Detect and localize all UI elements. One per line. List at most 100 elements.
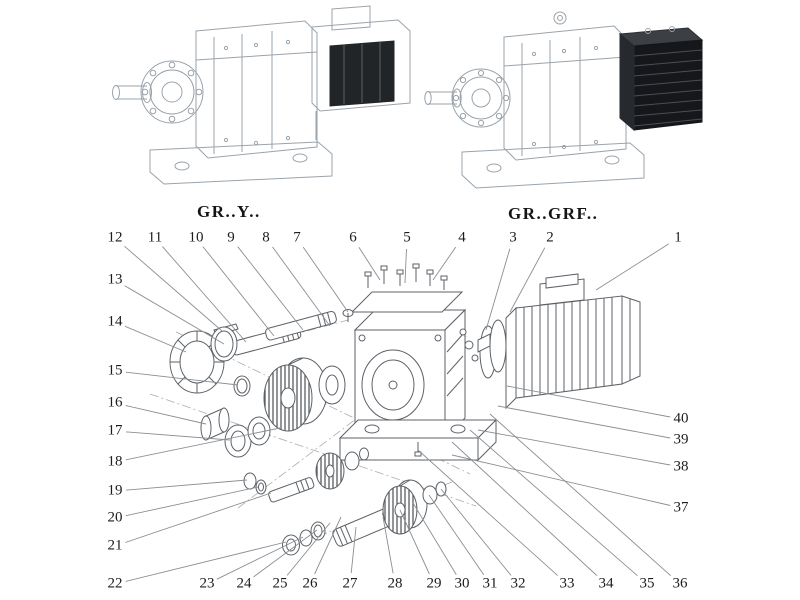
callout-25: 25	[270, 575, 290, 593]
callout-10: 10	[186, 229, 206, 247]
leader-line-31	[428, 494, 485, 576]
callout-30: 30	[452, 575, 472, 593]
leader-line-8	[272, 246, 331, 327]
callout-31: 31	[480, 575, 500, 593]
callout-23: 23	[197, 575, 217, 593]
mounting-base	[149, 141, 333, 185]
callout-27: 27	[340, 575, 360, 593]
mounting-base	[461, 142, 645, 189]
leader-line-25	[286, 522, 331, 576]
callout-39: 39	[671, 431, 691, 449]
callout-29: 29	[424, 575, 444, 593]
callout-38: 38	[671, 458, 691, 476]
leader-line-17	[125, 431, 231, 441]
callout-36: 36	[670, 575, 690, 593]
callout-21: 21	[105, 537, 125, 555]
callout-7: 7	[291, 229, 303, 247]
leader-line-36	[489, 413, 673, 578]
intermediate-parts	[243, 447, 369, 503]
gearmotor-drawing-gr-grf	[424, 11, 704, 189]
exploded-view-drawing	[149, 263, 641, 556]
front-flange	[451, 68, 511, 128]
leader-line-23	[216, 536, 304, 580]
callout-26: 26	[300, 575, 320, 593]
gear-housing	[338, 308, 498, 462]
callout-12: 12	[105, 229, 125, 247]
callout-5: 5	[401, 229, 413, 247]
variant-label-gr-grf: GR..GRF..	[508, 204, 599, 223]
callout-20: 20	[105, 509, 125, 527]
leader-line-2	[509, 247, 546, 313]
leader-line-18	[125, 427, 281, 461]
leader-line-37	[451, 454, 671, 506]
leader-line-38	[477, 429, 671, 466]
callout-34: 34	[596, 575, 616, 593]
leader-line-22	[125, 541, 287, 582]
callout-1: 1	[672, 229, 684, 247]
callout-37: 37	[671, 499, 691, 517]
finned-motor-block	[618, 26, 704, 132]
motor-assembly	[459, 273, 641, 410]
leader-line-35	[469, 429, 639, 578]
leader-line-13	[124, 285, 225, 345]
callout-3: 3	[507, 229, 519, 247]
callout-16: 16	[105, 394, 125, 412]
callout-8: 8	[260, 229, 272, 247]
leader-lines	[123, 243, 673, 582]
callout-13: 13	[105, 271, 125, 289]
leader-line-19	[125, 479, 248, 491]
callout-9: 9	[225, 229, 237, 247]
leader-line-9	[237, 246, 304, 331]
leader-line-26	[314, 516, 342, 575]
callout-24: 24	[234, 575, 254, 593]
front-flange	[140, 60, 204, 124]
callout-15: 15	[105, 362, 125, 380]
leader-line-40	[506, 385, 671, 418]
callout-18: 18	[105, 453, 125, 471]
output-shaft	[424, 88, 462, 108]
callout-28: 28	[385, 575, 405, 593]
callout-19: 19	[105, 482, 125, 500]
callout-32: 32	[508, 575, 528, 593]
leader-line-15	[125, 371, 239, 386]
callout-4: 4	[456, 229, 468, 247]
variant-label-gr-y: GR..Y..	[197, 202, 261, 221]
callout-40: 40	[671, 410, 691, 428]
leader-line-29	[399, 509, 430, 575]
callout-17: 17	[105, 422, 125, 440]
leader-line-3	[485, 248, 511, 331]
leader-line-21	[125, 492, 272, 543]
leader-line-24	[252, 529, 318, 578]
leader-line-27	[350, 526, 357, 574]
callout-11: 11	[145, 229, 165, 247]
leader-line-34	[451, 441, 599, 577]
leader-line-10	[202, 246, 275, 337]
leader-line-39	[497, 405, 671, 439]
output-shaft	[112, 82, 152, 103]
callout-6: 6	[347, 229, 359, 247]
callout-33: 33	[557, 575, 577, 593]
leader-line-11	[161, 246, 247, 343]
housing-cover-and-bolts	[342, 263, 464, 322]
leader-line-5	[404, 248, 407, 284]
leader-line-33	[417, 449, 560, 577]
callout-22: 22	[105, 575, 125, 593]
callout-35: 35	[637, 575, 657, 593]
leader-line-16	[125, 405, 207, 425]
leader-line-28	[382, 516, 394, 574]
leader-line-7	[302, 246, 349, 313]
leader-line-20	[125, 486, 259, 517]
leader-line-32	[440, 488, 512, 576]
leader-line-4	[432, 246, 457, 281]
electric-motor	[311, 5, 411, 140]
gear-housing-body	[503, 11, 627, 161]
callout-14: 14	[105, 313, 125, 331]
callout-2: 2	[544, 229, 556, 247]
leader-line-1	[595, 243, 669, 291]
gearmotor-drawing-gr-y	[112, 5, 411, 185]
gear-housing-body	[195, 20, 318, 159]
leader-line-14	[124, 325, 187, 353]
leader-line-6	[358, 247, 381, 281]
